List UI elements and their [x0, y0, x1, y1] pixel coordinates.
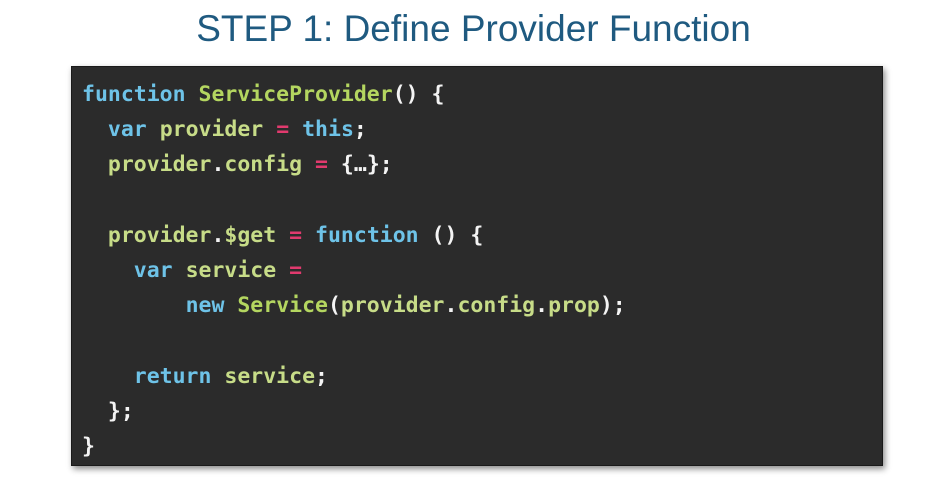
code-token: .: [211, 222, 225, 248]
code-token: .: [535, 293, 549, 319]
code-token: config: [457, 293, 536, 319]
code-token: (: [327, 293, 341, 319]
code-token: {…};: [327, 152, 393, 178]
code-token: var: [107, 117, 147, 143]
code-token: [82, 117, 108, 142]
code-panel: function ServiceProvider() { var provide…: [71, 66, 883, 466]
code-token: function: [315, 222, 419, 248]
code-token: ;: [315, 363, 328, 389]
code-token: function: [82, 82, 186, 107]
code-token: var: [133, 257, 173, 283]
code-token: };: [82, 398, 134, 424]
code-token: [82, 364, 134, 389]
code-token: ServiceProvider: [198, 82, 393, 107]
code-line: var provider = this;: [82, 112, 874, 147]
code-token: provider: [107, 152, 212, 178]
code-token: prop: [548, 293, 600, 319]
code-token: config: [224, 152, 303, 178]
code-token: ;: [353, 117, 367, 143]
code-token: provider: [159, 117, 264, 143]
code-token: [147, 117, 160, 142]
code-line: }: [82, 429, 874, 464]
code-token: $get: [224, 222, 277, 248]
code-line: [82, 323, 874, 358]
code-token: [173, 258, 186, 283]
code-token: [302, 223, 315, 248]
code-token: Service: [237, 293, 328, 319]
code-token: [82, 293, 186, 318]
code-token: [82, 258, 134, 283]
code-token: .: [444, 293, 458, 319]
code-token: provider: [107, 222, 212, 248]
code-token: [186, 82, 199, 107]
code-block: function ServiceProvider() { var provide…: [82, 77, 874, 464]
code-token: [263, 117, 276, 142]
code-token: this: [302, 117, 354, 143]
code-line: new Service(provider.config.prop);: [82, 288, 874, 323]
code-token: }: [82, 433, 95, 459]
code-token: [211, 364, 224, 389]
code-line: function ServiceProvider() {: [82, 77, 874, 112]
code-line: var service =: [82, 253, 874, 288]
code-token: return: [133, 363, 212, 389]
code-token: =: [289, 222, 303, 248]
code-token: service: [224, 363, 316, 389]
code-token: );: [599, 293, 626, 319]
slide-title: STEP 1: Define Provider Function: [196, 8, 751, 49]
code-token: () {: [418, 222, 484, 248]
code-token: =: [289, 257, 303, 283]
code-token: [302, 152, 315, 177]
code-line: provider.$get = function () {: [82, 218, 874, 253]
code-token: =: [276, 117, 290, 143]
code-line: [82, 183, 874, 218]
code-token: [224, 293, 237, 318]
code-token: service: [185, 257, 277, 283]
code-token: new: [185, 293, 225, 319]
code-token: provider: [340, 293, 445, 319]
code-token: .: [211, 152, 225, 178]
code-token: [276, 223, 289, 248]
code-line: provider.config = {…};: [82, 147, 874, 182]
code-token: () {: [392, 82, 445, 107]
code-token: [289, 117, 302, 142]
code-token: [276, 258, 289, 283]
code-line: };: [82, 394, 874, 429]
code-token: =: [315, 152, 328, 178]
code-line: return service;: [82, 359, 874, 394]
code-token: [82, 223, 108, 248]
code-token: [82, 152, 108, 177]
